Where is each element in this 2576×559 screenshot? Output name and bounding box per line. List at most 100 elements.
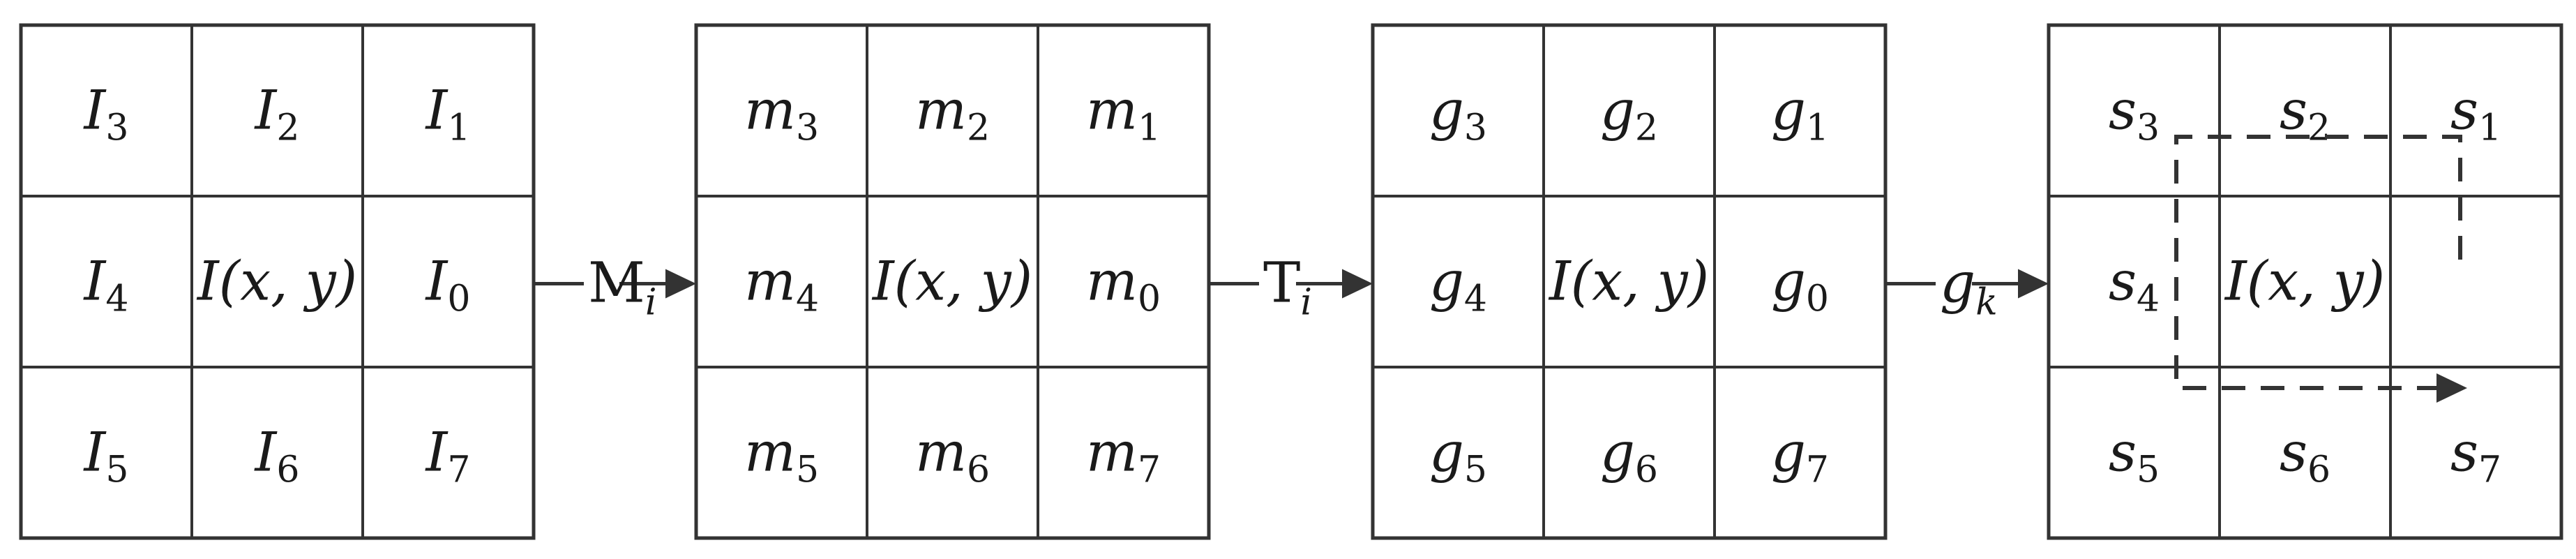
cell-label-subscript: 6 <box>1635 449 1658 491</box>
grid-cell-label: I2 <box>254 80 300 149</box>
operator-label: Ti <box>1263 251 1312 324</box>
scan-path-dashed <box>2174 135 2462 390</box>
arrows-layer <box>534 269 2049 299</box>
cell-label-subscript: 0 <box>1138 278 1161 320</box>
cell-label-subscript: 4 <box>1464 278 1487 320</box>
operator-arrow <box>1885 269 2049 299</box>
cell-label-subscript: 7 <box>2478 449 2501 491</box>
cell-label-subscript: 5 <box>1464 449 1487 491</box>
cell-label-subscript: 3 <box>105 107 128 149</box>
scan-path-arrow-head <box>2436 373 2467 403</box>
cell-label-subscript: 7 <box>1806 449 1829 491</box>
cell-label-subscript: 7 <box>1138 449 1161 491</box>
grid-cell-label: s7 <box>2450 422 2501 491</box>
cell-label-base: I(x, y) <box>871 251 1032 313</box>
cell-label-base: s <box>2280 80 2307 142</box>
arrow-head <box>1342 269 1373 299</box>
cell-label-base: m <box>744 422 796 484</box>
cell-label-subscript: 3 <box>1464 107 1487 149</box>
cell-label-base: I <box>254 422 278 484</box>
cell-label-subscript: 3 <box>796 107 819 149</box>
arrow-head <box>665 269 696 299</box>
grid-cell-label: m1 <box>1086 80 1161 149</box>
cell-label-subscript: 4 <box>2137 278 2160 320</box>
cell-label-subscript: 2 <box>1635 107 1658 149</box>
cell-label-base: I(x, y) <box>1548 251 1709 313</box>
cell-label-base: s <box>2109 251 2137 313</box>
grid-cell-label: s3 <box>2109 80 2160 149</box>
cell-label-base: s <box>2280 422 2307 484</box>
cell-label-base: s <box>2109 80 2137 142</box>
cell-label-base: s <box>2450 80 2478 142</box>
grid-cell-label: s5 <box>2109 422 2160 491</box>
grid-border <box>1371 23 1888 540</box>
cell-label-base: I <box>83 422 107 484</box>
cell-label-base: I <box>425 422 449 484</box>
cell-label-base: m <box>744 80 796 142</box>
cell-label-subscript: 1 <box>447 107 470 149</box>
grid-cell-label: I3 <box>83 80 129 149</box>
grid-cell-label: m0 <box>1086 251 1161 320</box>
grid-cell-label: g6 <box>1600 422 1658 491</box>
operator-arrow <box>1209 269 1373 299</box>
cell-label-subscript: 0 <box>447 278 470 320</box>
cell-label-base: s <box>2109 422 2137 484</box>
scan-path-layer <box>2174 135 2467 403</box>
cell-label-base: g <box>1600 422 1635 484</box>
grid-border <box>19 23 536 540</box>
operator-label: Mi <box>588 251 657 324</box>
grid-cell-label: I(x, y) <box>871 251 1032 313</box>
cell-label-base: m <box>915 422 967 484</box>
grid-cell-label: I4 <box>83 251 129 320</box>
grid-cell-label: I5 <box>83 422 129 491</box>
grid-border <box>2047 23 2563 540</box>
grid-cell-label: g7 <box>1771 422 1829 491</box>
cell-label-base: g <box>1771 422 1806 484</box>
cell-label-subscript: 5 <box>2137 449 2160 491</box>
cell-label-subscript: 7 <box>447 449 470 491</box>
cell-label-subscript: 5 <box>105 449 128 491</box>
grid-cell-label: m3 <box>744 80 819 149</box>
operator-label-subscript: i <box>645 282 657 324</box>
cell-label-base: I(x, y) <box>196 251 357 313</box>
cell-label-base: m <box>915 80 967 142</box>
cell-label-subscript: 0 <box>1806 278 1829 320</box>
cell-label-base: m <box>744 251 796 313</box>
cell-label-subscript: 1 <box>1806 107 1829 149</box>
cell-label-subscript: 6 <box>276 449 299 491</box>
cell-label-base: g <box>1771 80 1806 142</box>
grid-cell-label: s2 <box>2280 80 2330 149</box>
cell-label-base: g <box>1429 251 1464 313</box>
cell-label-subscript: 5 <box>796 449 819 491</box>
grid-cell-label: I(x, y) <box>2224 251 2385 313</box>
cell-label-base: I <box>425 80 449 142</box>
grid-cell-label: m7 <box>1086 422 1161 491</box>
grid-cell-label: m4 <box>744 251 819 320</box>
cell-label-subscript: 1 <box>2478 107 2501 149</box>
cell-label-base: s <box>2450 422 2478 484</box>
cell-label-base: m <box>1086 251 1138 313</box>
grid-cell-label: s1 <box>2450 80 2501 149</box>
cell-label-subscript: 3 <box>2137 107 2160 149</box>
cell-label-subscript: 2 <box>276 107 299 149</box>
grid-cell-label: m6 <box>915 422 990 491</box>
grid-cell-label: g2 <box>1600 80 1658 149</box>
cell-label-subscript: 6 <box>967 449 990 491</box>
operator-label-subscript: k <box>1975 282 1998 324</box>
cell-label-base: I <box>83 251 107 313</box>
grid-cell-label: g5 <box>1429 422 1487 491</box>
arrow-head <box>2018 269 2049 299</box>
grid-border <box>694 23 1211 540</box>
grid-cell-label: s4 <box>2109 251 2160 320</box>
cell-label-base: I(x, y) <box>2224 251 2385 313</box>
operator-label: gk <box>1940 251 1998 324</box>
cell-label-base: I <box>425 251 449 313</box>
cell-label-base: g <box>1600 80 1635 142</box>
grid-cell-label: g1 <box>1771 80 1829 149</box>
grid-cell-label: g0 <box>1771 251 1829 320</box>
